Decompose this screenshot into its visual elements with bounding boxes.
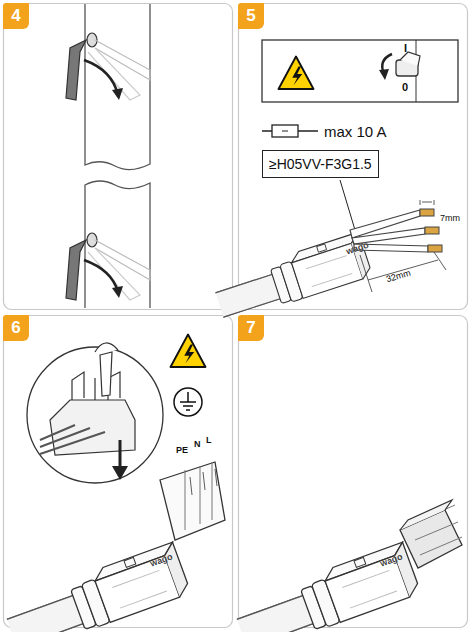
switch-off: 0 bbox=[402, 82, 408, 93]
terminal-name: L bbox=[206, 436, 212, 445]
cable-spec-box: ≥H05VV-F3G1.5 bbox=[262, 150, 379, 178]
node-text: 5 bbox=[246, 6, 255, 26]
node-text: 7 bbox=[246, 318, 255, 338]
step-badge: 5 bbox=[238, 3, 264, 29]
step-badge: 6 bbox=[3, 315, 29, 341]
node-text: ≥H05VV-F3G1.5 bbox=[269, 156, 372, 172]
sheath-length: 32mm bbox=[385, 269, 412, 285]
node-text: 6 bbox=[11, 318, 20, 338]
terminal-name: N bbox=[194, 440, 201, 449]
terminal-name: PE bbox=[176, 446, 188, 455]
switch-on: I bbox=[404, 43, 407, 54]
step-badge: 7 bbox=[238, 315, 264, 341]
strip-length: 7mm bbox=[440, 214, 460, 223]
fuse-rating: max 10 A bbox=[324, 124, 387, 139]
step-badge: 4 bbox=[3, 3, 29, 29]
node-text: 4 bbox=[11, 6, 20, 26]
